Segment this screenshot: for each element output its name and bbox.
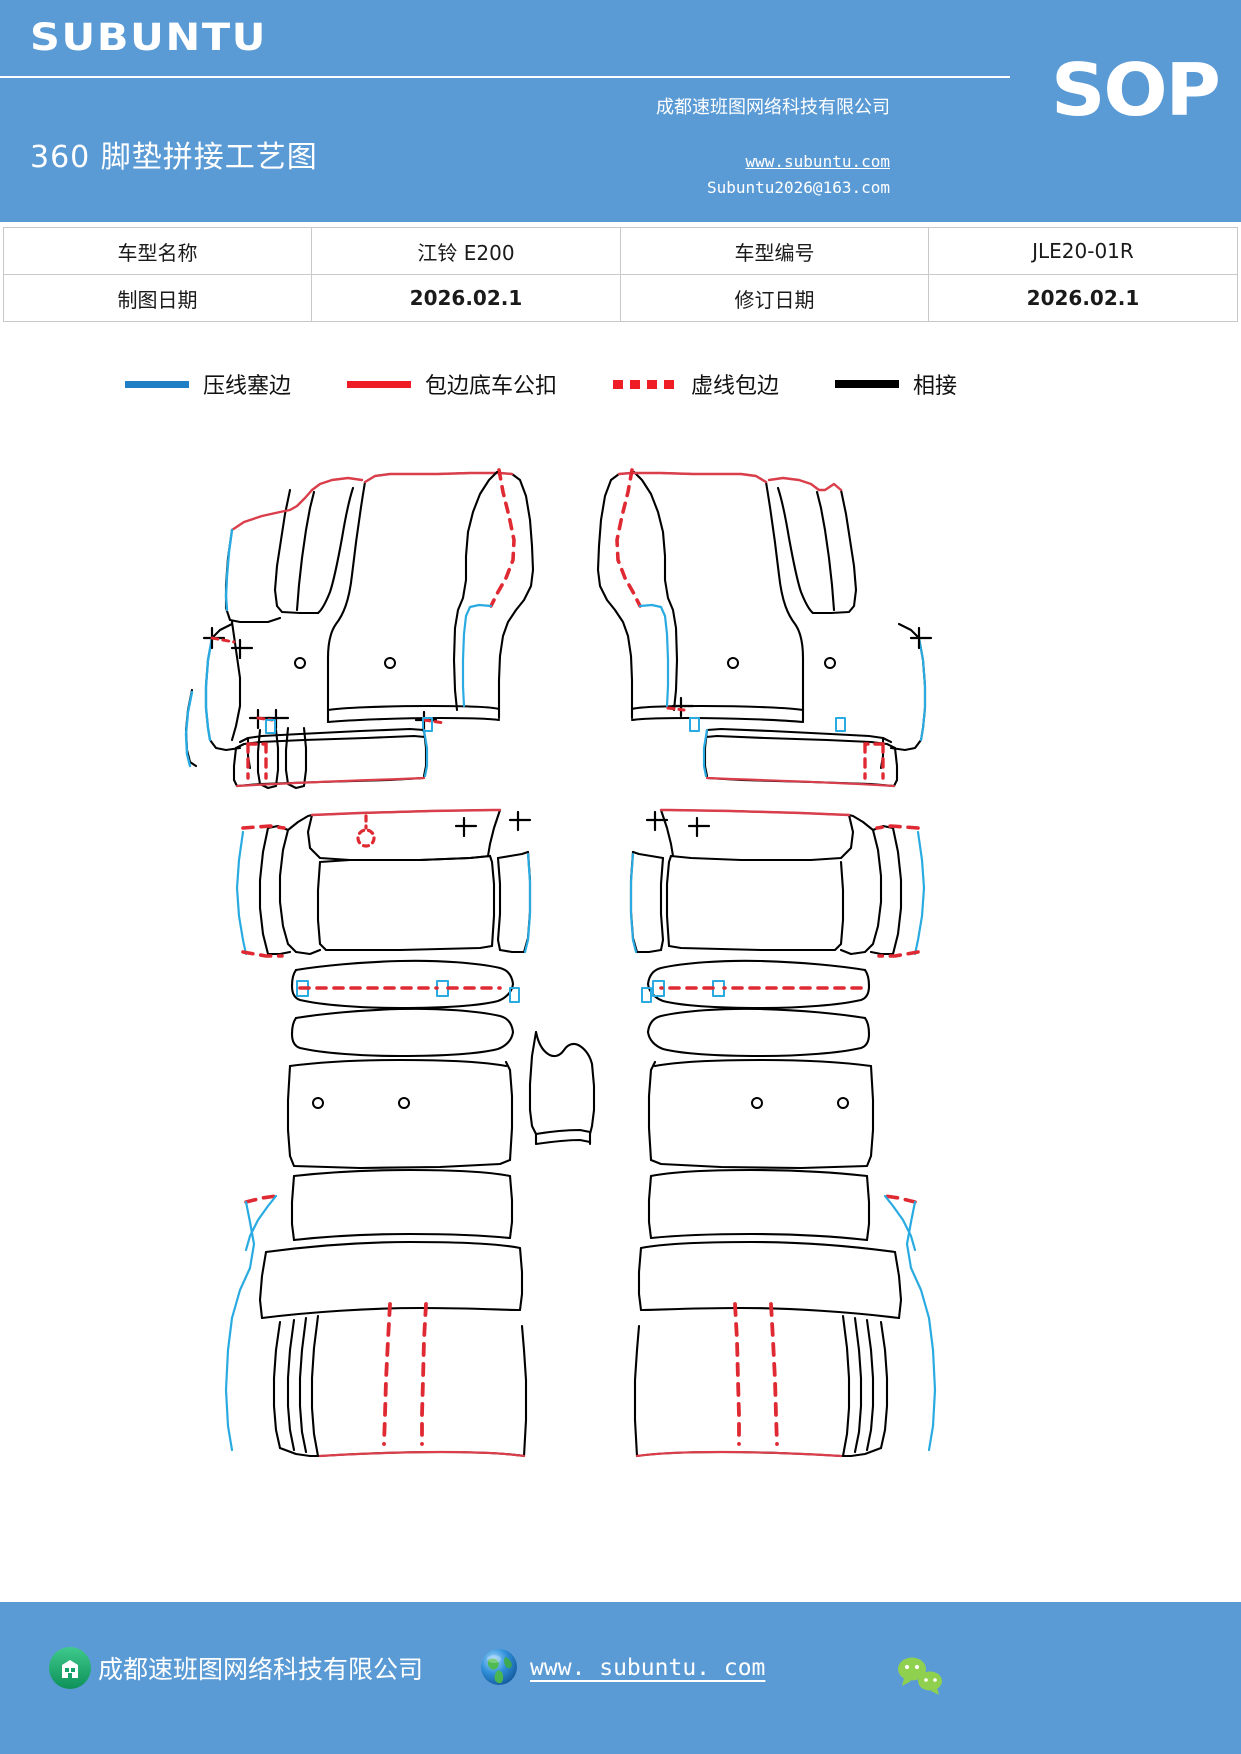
grommet-holes-front-left (294, 657, 396, 669)
value-model-name: 江铃 E200 (310, 227, 621, 275)
header-company-name: 成都速班图网络科技有限公司 (656, 97, 890, 118)
vehicle-info-table: 车型名称 江铃 E200 车型编号 JLE20-01R 制图日期 2026.02… (3, 227, 1239, 322)
legend-item-join: 相接 (835, 368, 957, 400)
value-revise-date: 2026.02.1 (927, 274, 1239, 322)
page-title: 360 脚垫拼接工艺图 (30, 140, 318, 175)
label-model-code: 车型编号 (619, 227, 929, 275)
grommet-holes-rear-left (312, 1097, 410, 1109)
join-tick-marks-rl (454, 810, 532, 838)
pattern-piece-rear-right (629, 808, 903, 1458)
legend: 压线塞边 包边底车公扣 虚线包边 相接 (0, 358, 1241, 410)
join-tick-marks-fr (671, 626, 933, 718)
buckle-markers-rr (641, 980, 725, 1003)
legend-item-dotted-bind: 虚线包边 (613, 368, 779, 400)
floor-mat-pattern-drawing (0, 410, 1241, 1520)
label-draw-date: 制图日期 (3, 274, 312, 322)
label-model-name: 车型名称 (3, 227, 312, 275)
legend-label-join: 相接 (913, 374, 958, 399)
legend-label-bind-buckle: 包边底车公扣 (425, 374, 558, 399)
legend-item-bind-buckle: 包边底车公扣 (347, 368, 557, 400)
legend-label-press-edge: 压线塞边 (203, 374, 292, 399)
pattern-piece-center-tunnel (528, 1030, 596, 1146)
buckle-markers-fr (689, 717, 846, 732)
value-model-code: JLE20-01R (927, 227, 1239, 275)
edge-marks-front-left-right (461, 468, 516, 708)
page-header: SUBUNTU SOP 成都速班图网络科技有限公司 360 脚垫拼接工艺图 ww… (0, 0, 1241, 222)
join-tick-marks-rr (645, 810, 711, 838)
header-website-link[interactable]: www.subuntu.com (745, 152, 891, 171)
company-building-icon (48, 1646, 92, 1690)
wechat-icon (893, 1654, 949, 1698)
label-revise-date: 修订日期 (619, 274, 929, 322)
table-row: 制图日期 2026.02.1 修订日期 2026.02.1 (3, 274, 1239, 322)
grommet-holes-front-right (727, 657, 836, 669)
edge-marks-rear-left (235, 808, 532, 1458)
value-draw-date: 2026.02.1 (310, 274, 621, 322)
footer-website-url[interactable]: www. subuntu. com (530, 1655, 766, 1681)
legend-swatch-red-dotted-icon (613, 379, 678, 389)
header-email: Subuntu2026@163.com (706, 178, 890, 197)
pattern-piece-front-right (596, 470, 927, 752)
buckle-markers-rl (296, 980, 520, 1003)
legend-swatch-black-line-icon (835, 380, 900, 388)
legend-swatch-red-line-icon (347, 380, 412, 388)
footer-company: 成都速班图网络科技有限公司 (48, 1646, 423, 1690)
footer-website[interactable]: www. subuntu. com (478, 1646, 765, 1690)
brand-logo-text: SUBUNTU (30, 16, 268, 59)
header-divider (0, 76, 1010, 78)
pattern-piece-sill-right (703, 727, 899, 788)
sop-badge: SOP (1051, 48, 1221, 132)
grommet-holes-rear-right (751, 1097, 849, 1109)
legend-swatch-blue-line-icon (125, 380, 189, 388)
pattern-piece-front-left (184, 471, 535, 790)
buckle-markers-fl (265, 717, 433, 734)
edge-marks-front-left (184, 471, 514, 768)
pattern-piece-rear-left (258, 808, 532, 1458)
table-row: 车型名称 江铃 E200 车型编号 JLE20-01R (3, 227, 1239, 275)
legend-label-dotted-bind: 虚线包边 (691, 374, 780, 399)
page-footer: 成都速班图网络科技有限公司 (0, 1602, 1241, 1754)
footer-company-name: 成都速班图网络科技有限公司 (98, 1655, 424, 1684)
legend-item-press-edge: 压线塞边 (125, 368, 291, 400)
globe-icon (478, 1646, 522, 1690)
